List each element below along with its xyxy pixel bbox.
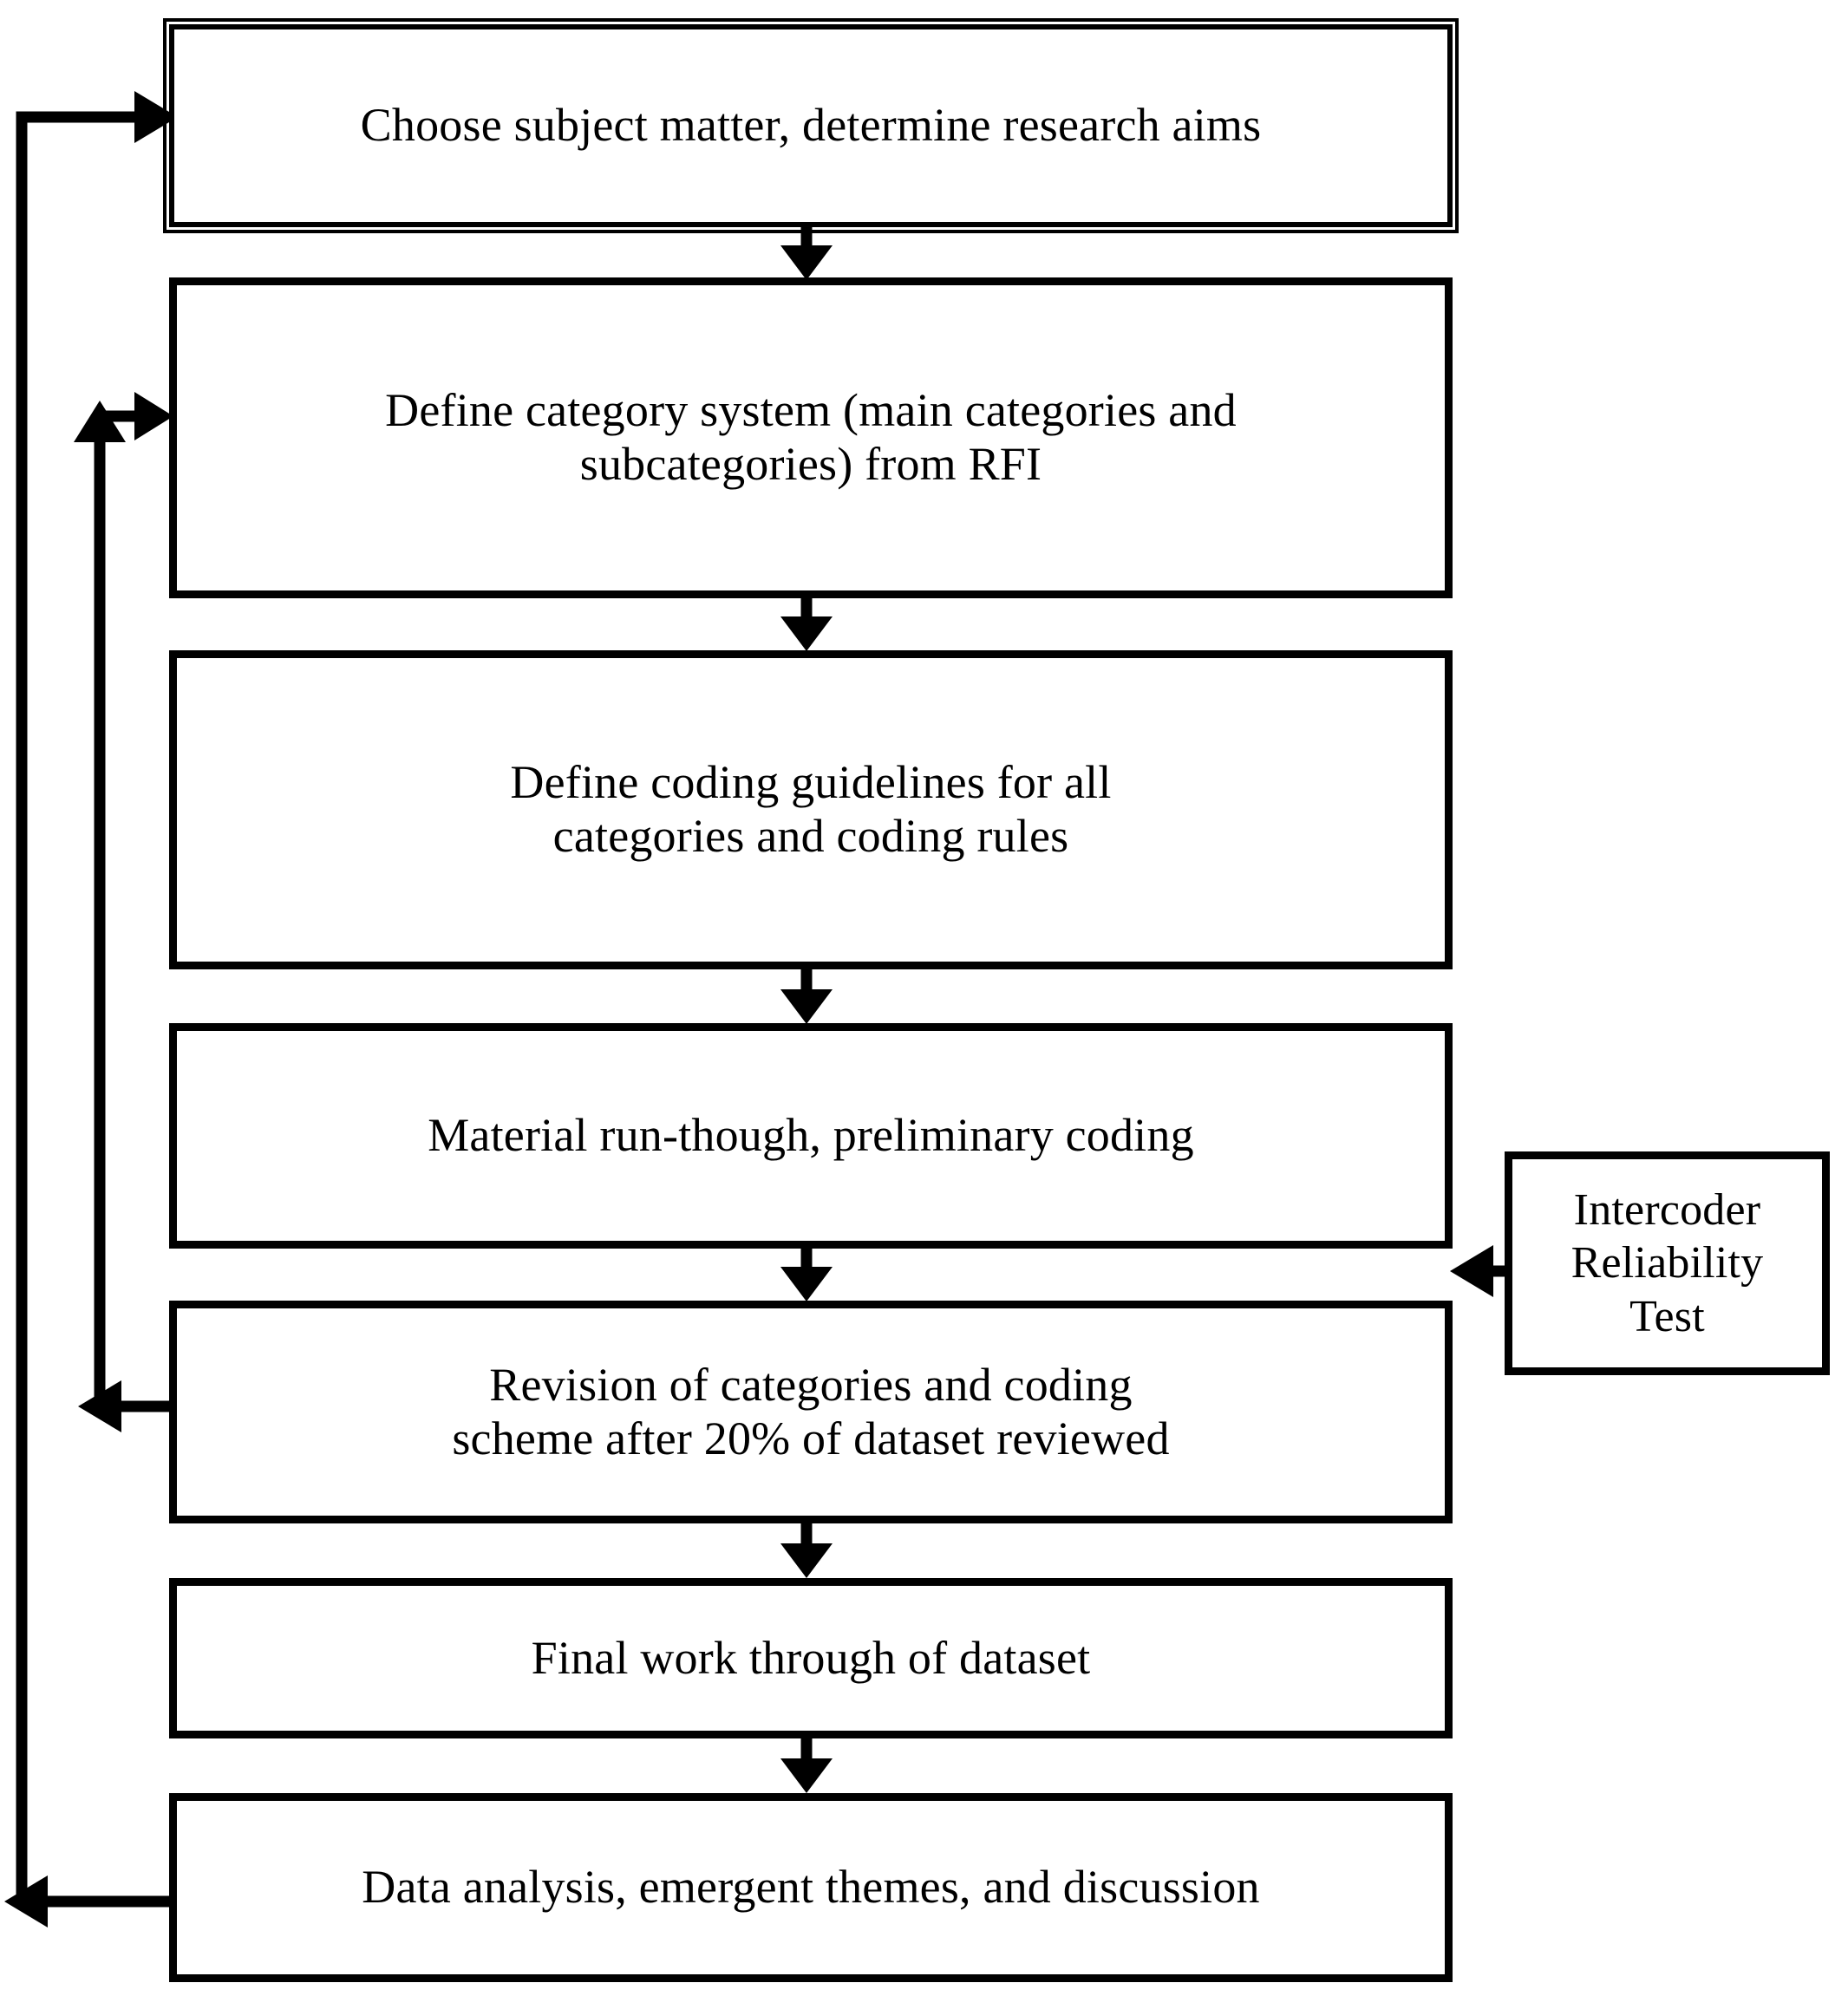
arrow-intercoder-to-material <box>1450 1245 1505 1297</box>
node-revision-of-categories[interactable]: Revision of categories and coding scheme… <box>169 1301 1453 1523</box>
node-final-work-through[interactable]: Final work through of dataset <box>169 1578 1453 1738</box>
node-choose-subject-matter[interactable]: Choose subject matter, determine researc… <box>163 18 1459 233</box>
node-label-material-run-though: Material run-though, preliminary coding <box>428 1109 1194 1162</box>
arrow-revision-to-final <box>780 1523 833 1578</box>
node-label-revision-of-categories: Revision of categories and coding scheme… <box>452 1358 1170 1464</box>
arrow-final-to-data-analysis <box>780 1738 833 1793</box>
node-label-define-coding-guidelines: Define coding guidelines for all categor… <box>510 756 1112 862</box>
feedback-loop-analysis-to-subject <box>4 91 178 1927</box>
arrow-guidelines-to-material <box>780 969 833 1024</box>
node-define-category-system[interactable]: Define category system (main categories … <box>169 277 1453 598</box>
feedback-stub-into-category-system <box>100 392 173 440</box>
node-label-intercoder-reliability-test: Intercoder Reliability Test <box>1570 1184 1764 1341</box>
arrow-material-to-revision <box>780 1249 833 1301</box>
node-intercoder-reliability-test[interactable]: Intercoder Reliability Test <box>1505 1151 1830 1375</box>
node-data-analysis[interactable]: Data analysis, emergent themes, and disc… <box>169 1793 1453 1982</box>
node-label-choose-subject-matter: Choose subject matter, determine researc… <box>360 99 1262 152</box>
feedback-loop-revision-to-category <box>74 401 169 1432</box>
arrow-choose-to-define-category <box>780 227 833 280</box>
node-label-define-category-system: Define category system (main categories … <box>385 384 1237 490</box>
node-define-coding-guidelines[interactable]: Define coding guidelines for all categor… <box>169 650 1453 969</box>
node-label-final-work-through: Final work through of dataset <box>531 1631 1091 1684</box>
node-material-run-though[interactable]: Material run-though, preliminary coding <box>169 1023 1453 1249</box>
arrow-define-category-to-guidelines <box>780 598 833 651</box>
node-label-data-analysis: Data analysis, emergent themes, and disc… <box>362 1861 1260 1914</box>
